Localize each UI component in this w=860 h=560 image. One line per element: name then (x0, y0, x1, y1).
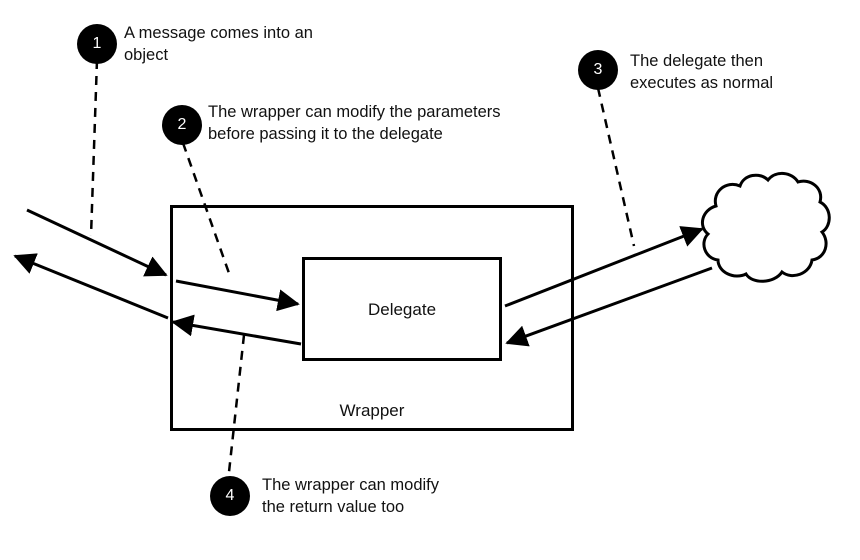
step-1-line-1: A message comes into an (124, 24, 313, 42)
delegate-to-external-arrow (504, 226, 704, 308)
step-3-line-2: executes as normal (630, 74, 774, 92)
callout-leader-2 (181, 142, 232, 277)
external-object-cloud-icon (700, 172, 831, 283)
step-2-text: The wrapper can modify the parameters be… (208, 101, 568, 145)
delegate-box (302, 257, 502, 361)
step-4-text: The wrapper can modify the return value … (262, 474, 522, 518)
callout-leader-3 (596, 87, 636, 247)
step-2-line-1: The wrapper can modify the parameters (208, 103, 501, 121)
step-3-badge: 3 (578, 50, 618, 90)
callout-leader-4 (227, 334, 246, 473)
step-4-line-2: the return value too (262, 498, 405, 516)
step-4-line-1: The wrapper can modify (262, 476, 439, 494)
delegate-label: Delegate (367, 300, 437, 319)
delegate-to-wrapper-arrow (171, 314, 302, 346)
incoming-message-arrow (26, 208, 168, 277)
step-3-line-1: The delegate then (630, 52, 764, 70)
wrapper-label: Wrapper (339, 401, 405, 420)
callout-leader-1 (89, 59, 99, 237)
step-1-line-2: object (124, 46, 169, 64)
step-3-text: The delegate then executes as normal (630, 50, 830, 94)
step-2-line-2: before passing it to the delegate (208, 125, 443, 143)
step-4-badge: 4 (210, 476, 250, 516)
external-to-delegate-arrow (505, 266, 713, 347)
step-2-badge: 2 (162, 105, 202, 145)
wrapper-box (170, 205, 574, 431)
step-1-text: A message comes into an object (124, 22, 464, 66)
wrapper-to-delegate-arrow (175, 279, 300, 312)
outgoing-return-arrow (13, 253, 169, 320)
step-1-badge: 1 (77, 24, 117, 64)
